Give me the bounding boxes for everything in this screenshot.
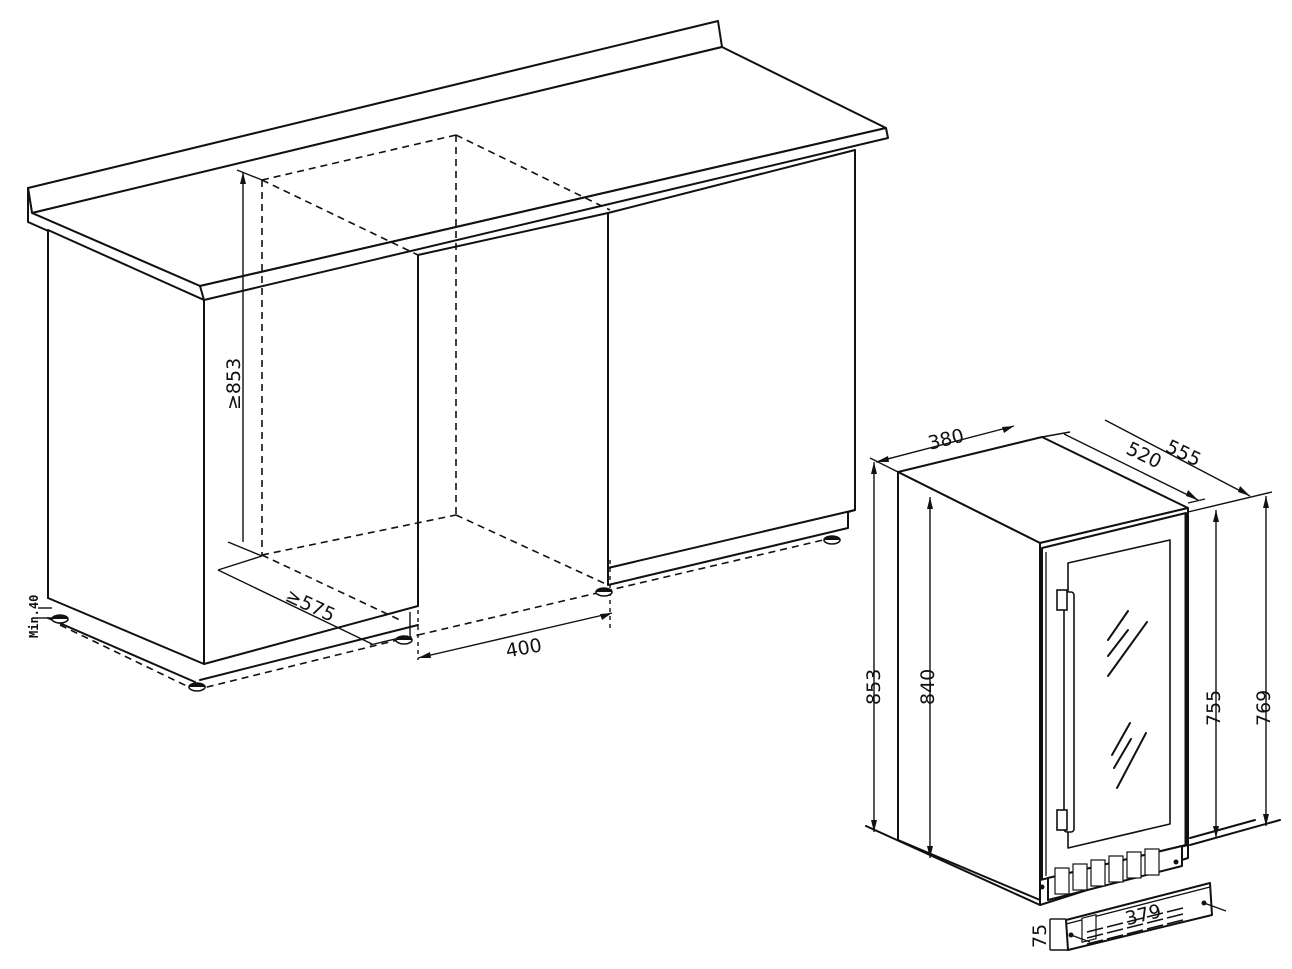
- kickplate: [1065, 882, 1227, 951]
- dim-width-line: [875, 425, 1015, 463]
- kickplate-vents: [1086, 907, 1184, 945]
- plinth-min-label: Min.40: [27, 595, 41, 638]
- dim-height-body-label: 840: [917, 669, 939, 705]
- dim-depth-body-label: 520: [1123, 438, 1165, 474]
- dim-niche-width-line: [417, 612, 613, 659]
- dim-door-height-label: 755: [1203, 690, 1225, 726]
- cabinet-drawing: ≥853 ≥575 400 Min.40: [27, 20, 889, 692]
- wine-cooler-drawing: 380 520 555 853 840 755 769 379: [863, 419, 1281, 951]
- dim-width-label: 380: [926, 425, 967, 455]
- dim-niche-depth-line: [217, 569, 373, 645]
- door-handle[interactable]: [1056, 589, 1075, 833]
- left-cabinet-panel: [47, 229, 205, 665]
- cooler-vents: [1054, 848, 1160, 895]
- door-glass: [1067, 539, 1171, 849]
- cabinet-feet: [51, 535, 841, 692]
- dim-depth-total-label: 555: [1162, 436, 1204, 472]
- dim-niche-height-label: ≥853: [223, 358, 245, 410]
- dim-kickplate-height-label: 75: [1029, 924, 1051, 948]
- right-cabinet-panel: [607, 149, 856, 569]
- dim-height-total-label: 853: [863, 669, 885, 705]
- dim-side-height-label: 769: [1253, 690, 1275, 726]
- glass-reflection-icon: [1107, 610, 1148, 789]
- dim-niche-depth-label: ≥575: [282, 585, 339, 627]
- dim-niche-width-label: 400: [504, 634, 544, 662]
